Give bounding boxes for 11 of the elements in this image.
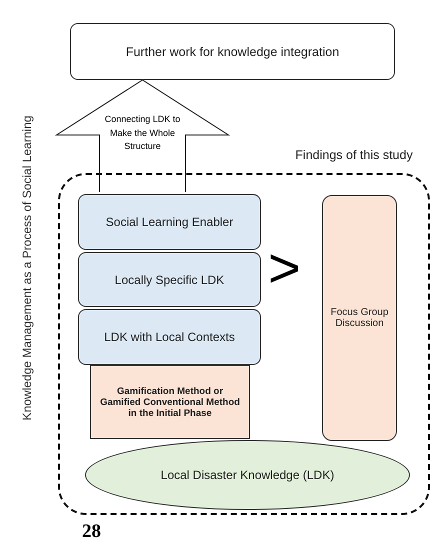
process-box: Locally Specific LDK [78,252,261,307]
process-box: Gamification Method or Gamified Conventional Method in the Initial Phase [90,365,250,439]
process-box: Social Learning Enabler [78,194,261,250]
process-box: Further work for knowledge integration [70,23,395,80]
axis-caption: Knowledge Management as a Process of Social Learning [21,114,33,422]
comparison-sign: > [268,240,302,296]
group-heading: Findings of this study [294,148,414,162]
process-box: LDK with Local Contexts [78,309,261,365]
process-box: Focus Group Discussion [322,195,397,441]
page-number: 28 [82,522,102,541]
base-ellipse: Local Disaster Knowledge (LDK) [85,440,410,510]
